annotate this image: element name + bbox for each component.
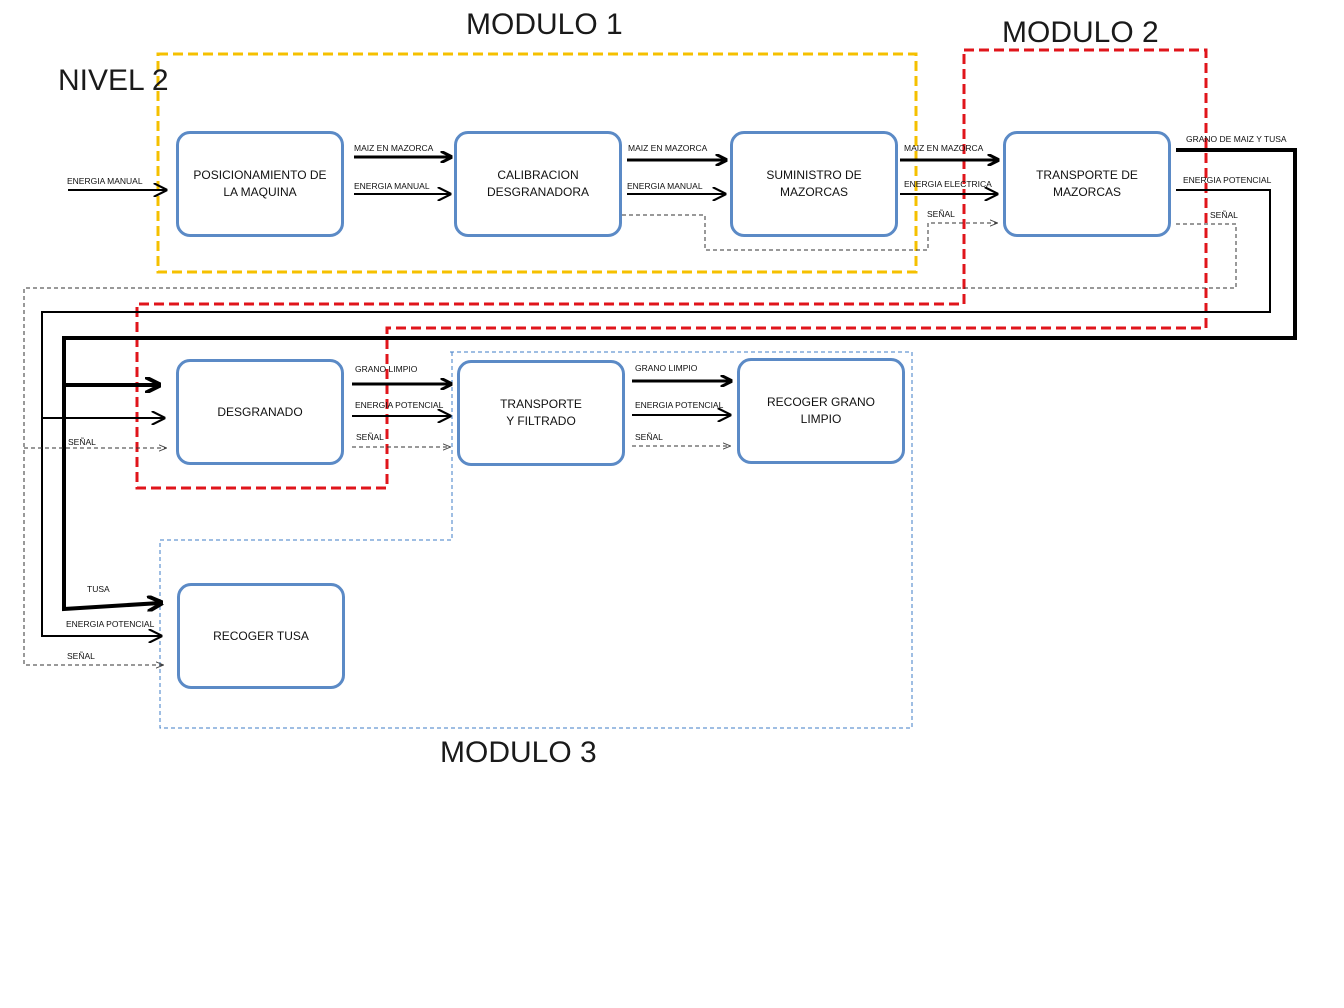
- line-energia-potencial: [41, 189, 1271, 636]
- box-suministro: SUMINISTRO DE MAZORCAS: [730, 131, 898, 237]
- box-desgranado: DESGRANADO: [176, 359, 344, 465]
- label-senal-des-in: SEÑAL: [68, 437, 96, 447]
- box-calibracion: CALIBRACION DESGRANADORA: [454, 131, 622, 237]
- label-maiz-cal-sum: MAIZ EN MAZORCA: [628, 143, 708, 153]
- modulo1-frame: [156, 52, 918, 274]
- label-tusa: TUSA: [87, 584, 110, 594]
- nivel-title: NIVEL 2: [58, 64, 169, 97]
- label-senal-des-tf: SEÑAL: [356, 432, 384, 442]
- label-energia-tusa: ENERGIA POTENCIAL: [66, 619, 155, 629]
- modulo1-title: MODULO 1: [466, 8, 623, 41]
- modulo2-title: MODULO 2: [1002, 16, 1159, 49]
- label-energia-potencial-out: ENERGIA POTENCIAL: [1183, 175, 1272, 185]
- line-grano-tusa: [62, 148, 1297, 609]
- label-energia-des-tf: ENERGIA POTENCIAL: [355, 400, 444, 410]
- label-maiz-pos-cal: MAIZ EN MAZORCA: [354, 143, 434, 153]
- box-recoger-grano: RECOGER GRANO LIMPIO: [737, 358, 905, 464]
- box-transporte-filtrado: TRANSPORTE Y FILTRADO: [457, 360, 625, 466]
- label-energia-pos-cal: ENERGIA MANUAL: [354, 181, 430, 191]
- modulo3-title: MODULO 3: [440, 736, 597, 769]
- label-senal-out: SEÑAL: [1210, 210, 1238, 220]
- label-energia-manual-in: ENERGIA MANUAL: [67, 176, 143, 186]
- box-transporte-mazorcas: TRANSPORTE DE MAZORCAS: [1003, 131, 1171, 237]
- label-energia-sum-tra: ENERGIA ELECTRICA: [904, 179, 992, 189]
- box-recoger-tusa: RECOGER TUSA: [177, 583, 345, 689]
- label-energia-cal-sum: ENERGIA MANUAL: [627, 181, 703, 191]
- label-maiz-sum-tra: MAIZ EN MAZORCA: [904, 143, 984, 153]
- label-grano-tusa: GRANO DE MAIZ Y TUSA: [1186, 134, 1287, 144]
- label-senal-tf-rg: SEÑAL: [635, 432, 663, 442]
- modulo2-frame: [135, 48, 1208, 490]
- label-grano-des-tf: GRANO LIMPIO: [355, 364, 418, 374]
- label-senal-sum-tra: SEÑAL: [927, 209, 955, 219]
- label-grano-tf-rg: GRANO LIMPIO: [635, 363, 698, 373]
- box-posicionamiento: POSICIONAMIENTO DE LA MAQUINA: [176, 131, 344, 237]
- label-energia-tf-rg: ENERGIA POTENCIAL: [635, 400, 724, 410]
- label-senal-tusa: SEÑAL: [67, 651, 95, 661]
- signal-cal-to-tra: [622, 214, 997, 251]
- line-senal: [23, 223, 1237, 665]
